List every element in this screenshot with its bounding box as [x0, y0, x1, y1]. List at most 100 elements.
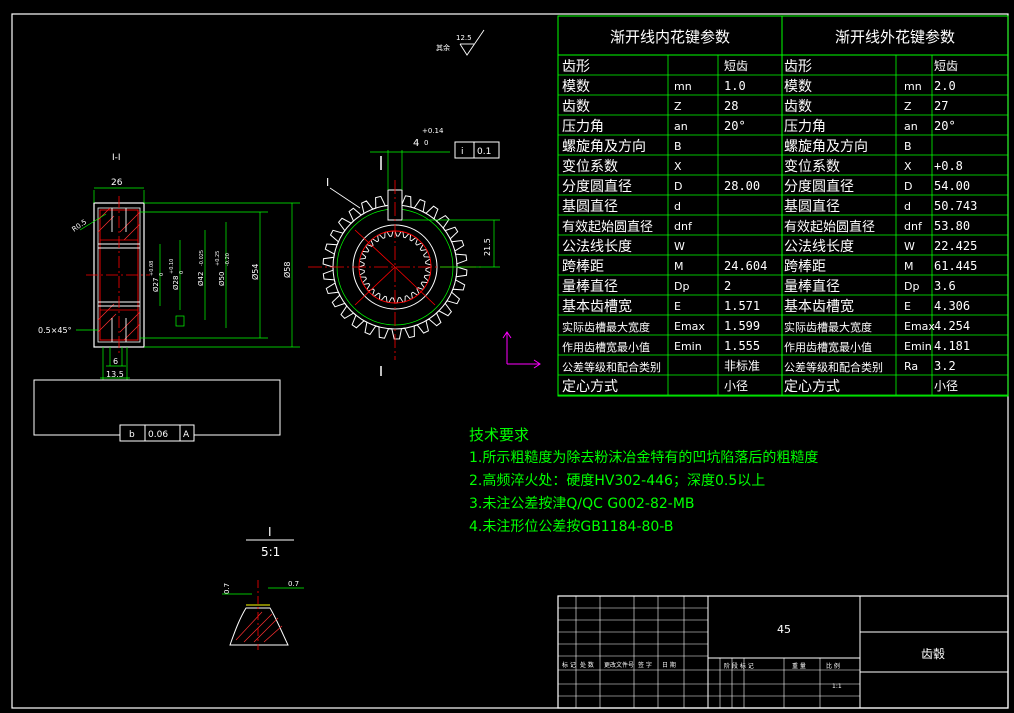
dim-d27-tol-lo: 0 [159, 273, 165, 276]
outer-param-value: 27 [934, 99, 948, 113]
dim-d28-tol-lo: 0 [179, 271, 185, 274]
outer-param-value: 20° [934, 119, 956, 133]
detail-view: I 5:1 0.7 0.7 [222, 525, 304, 650]
dim-d50: Ø50 [218, 272, 226, 286]
outer-param-value: 22.425 [934, 239, 977, 253]
gtol-bottom-datum: A [183, 430, 190, 440]
inner-param-name: 压力角 [562, 119, 604, 135]
dim-6: 6 [113, 357, 118, 366]
outer-param-name: 作用齿槽宽最小值 [784, 340, 872, 354]
outer-param-name: 公差等级和配合类别 [784, 360, 883, 374]
title-block-label: 标 记 [562, 661, 576, 669]
outer-param-symbol: M [904, 260, 914, 273]
outer-param-value: 54.00 [934, 179, 970, 193]
dim-key-tol-up: +0.14 [422, 127, 444, 135]
title-block-label: 比 例 [826, 662, 840, 670]
inner-param-value: 1.571 [724, 299, 760, 313]
tech-req-item-2: 2.高频淬火处：硬度HV302-446；深度0.5以上 [469, 472, 765, 489]
gtol-bottom-value: 0.06 [148, 430, 168, 440]
title-block-label: 处 数 [580, 661, 594, 669]
gtol-front: i 0.1 [454, 141, 500, 159]
inner-param-name: 基圆直径 [562, 198, 618, 215]
title-block-label: 签 字 [638, 661, 652, 669]
dim-d27-tol-up: +0.08 [149, 261, 155, 276]
title-block-label: 阶 段 标 记 [724, 662, 754, 670]
outer-param-value: 4.306 [934, 299, 970, 313]
outer-param-name: 量棒直径 [784, 278, 840, 295]
front-view: 4 +0.14 0 i 0.1 21.5 I [308, 127, 500, 376]
inner-param-symbol: d [674, 200, 681, 213]
dim-d42: Ø42 [197, 272, 205, 286]
title-block-label: 更改文件号 [604, 661, 634, 669]
outer-param-value: 3.2 [934, 359, 956, 373]
outer-spline-title: 渐开线外花键参数 [835, 28, 955, 46]
dim-chamfer: 0.5×45° [38, 326, 72, 335]
dim-d50-tol-up: +0.25 [215, 251, 221, 266]
inner-param-symbol: W [674, 240, 685, 253]
dim-26: 26 [111, 178, 123, 188]
outer-param-symbol: D [904, 180, 912, 193]
outer-param-symbol: an [904, 120, 918, 133]
outer-param-value: 短齿 [934, 59, 958, 73]
inner-param-symbol: mn [674, 80, 692, 93]
outer-param-name: 跨棒距 [784, 259, 826, 275]
inner-param-value: 非标准 [724, 359, 760, 373]
inner-param-symbol: E [674, 300, 681, 313]
dim-d58: Ø58 [282, 262, 292, 278]
inner-param-name: 基本齿槽宽 [562, 298, 632, 315]
inner-param-name: 分度圆直径 [562, 178, 632, 195]
inner-param-name: 跨棒距 [562, 259, 604, 275]
outer-param-symbol: X [904, 160, 912, 173]
detail-marker: I [326, 176, 329, 189]
outer-param-name: 分度圆直径 [784, 178, 854, 195]
inner-param-value: 28.00 [724, 179, 760, 193]
inner-param-name: 公差等级和配合类别 [562, 360, 661, 374]
inner-param-value: 1.599 [724, 319, 760, 333]
inner-param-value: 1.0 [724, 79, 746, 93]
gtol-front-value: 0.1 [477, 147, 491, 157]
inner-param-symbol: Emax [674, 320, 705, 333]
outer-param-symbol: B [904, 140, 912, 153]
outer-param-symbol: Emax [904, 320, 935, 333]
inner-param-name: 齿形 [562, 59, 590, 75]
section-label: I-I [112, 153, 121, 163]
inner-param-symbol: D [674, 180, 682, 193]
outer-param-symbol: Emin [904, 340, 932, 353]
outer-param-name: 模数 [784, 79, 812, 95]
gtol-bottom: b 0.06 A [119, 424, 195, 442]
outer-param-symbol: d [904, 200, 911, 213]
inner-param-name: 有效起始圆直径 [562, 220, 653, 235]
ucs-icon [502, 331, 541, 369]
outer-param-name: 定心方式 [784, 379, 840, 395]
tech-req-item-4: 4.未注形位公差按GB1184-80-B [469, 519, 673, 535]
gtol-bottom-symbol: b [129, 430, 135, 440]
outer-param-name: 螺旋角及方向 [784, 139, 868, 155]
dim-r05: R0.5 [71, 218, 89, 234]
dim-d27: Ø27 [152, 278, 160, 292]
outer-param-value: 53.80 [934, 219, 970, 233]
part-name: 齿毂 [921, 647, 945, 661]
inner-param-name: 变位系数 [562, 159, 618, 175]
title-block-label: 重 量 [792, 662, 806, 670]
scale-value: 1:1 [832, 683, 842, 690]
material: 45 [777, 623, 791, 636]
inner-param-name: 实际齿槽最大宽度 [562, 320, 650, 334]
inner-param-value: 24.604 [724, 259, 767, 273]
detail-label: I [268, 525, 272, 539]
outer-param-value: 50.743 [934, 199, 977, 213]
title-block-label: 日 期 [662, 661, 676, 669]
tech-req-item-1: 1.所示粗糙度为除去粉沫冶金特有的凹坑陷落后的粗糙度 [469, 450, 818, 466]
outer-param-name: 齿形 [784, 59, 812, 75]
inner-param-value: 2 [724, 279, 731, 293]
dim-d42-tol: -0.025 [199, 250, 205, 266]
outer-param-value: 小径 [934, 379, 958, 393]
outer-param-value: +0.8 [934, 159, 963, 173]
inner-param-name: 螺旋角及方向 [562, 139, 646, 155]
inner-param-symbol: Dp [674, 280, 689, 293]
inner-param-value: 短齿 [724, 59, 748, 73]
tech-req-item-3: 3.未注公差按津Q/QC G002-82-MB [469, 496, 695, 512]
outer-param-value: 4.181 [934, 339, 970, 353]
dim-d50-tol-lo: -0.20 [225, 253, 231, 266]
